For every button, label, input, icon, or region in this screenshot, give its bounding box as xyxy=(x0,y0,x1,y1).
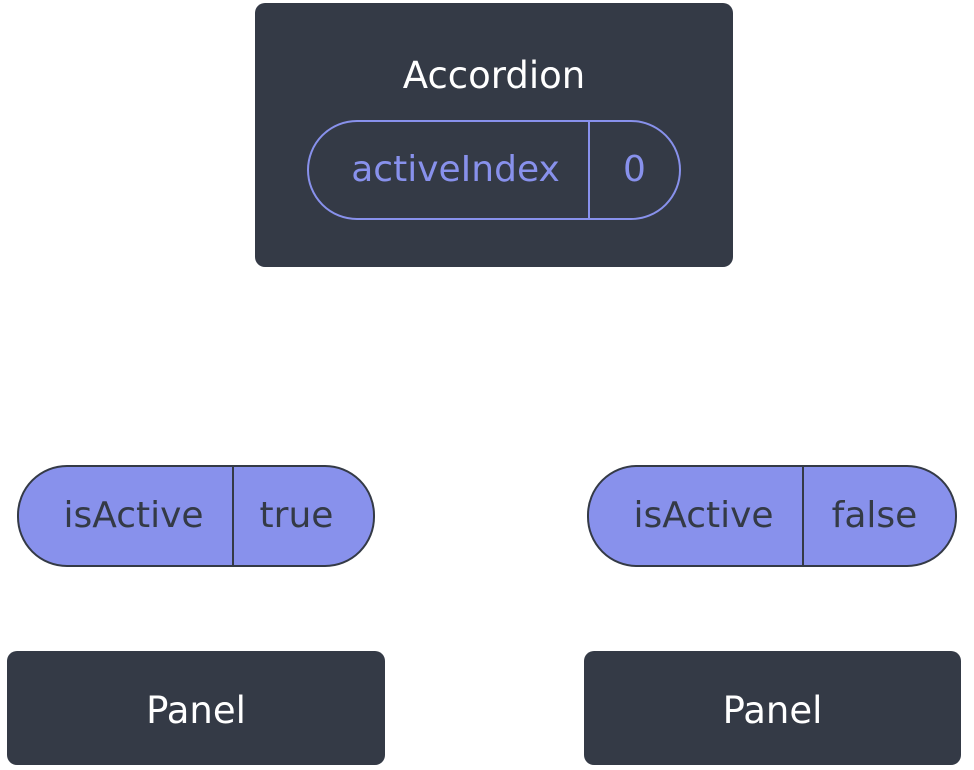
prop-value: true xyxy=(259,495,334,536)
state-key: activeIndex xyxy=(309,122,590,218)
active-index-state: activeIndex 0 xyxy=(307,120,681,220)
accordion-title: Accordion xyxy=(402,54,586,97)
panel-1-prop: isActive true xyxy=(17,465,375,567)
prop-key: isActive xyxy=(589,467,804,565)
accordion-node: Accordion activeIndex 0 xyxy=(255,3,733,267)
panel-title: Panel xyxy=(146,689,246,732)
prop-value: false xyxy=(831,495,918,536)
prop-key: isActive xyxy=(19,467,234,565)
panel-2-prop: isActive false xyxy=(587,465,957,567)
panel-title: Panel xyxy=(722,689,823,732)
panel-node-2: Panel xyxy=(584,651,961,765)
state-value: 0 xyxy=(623,149,646,190)
panel-node-1: Panel xyxy=(7,651,385,765)
